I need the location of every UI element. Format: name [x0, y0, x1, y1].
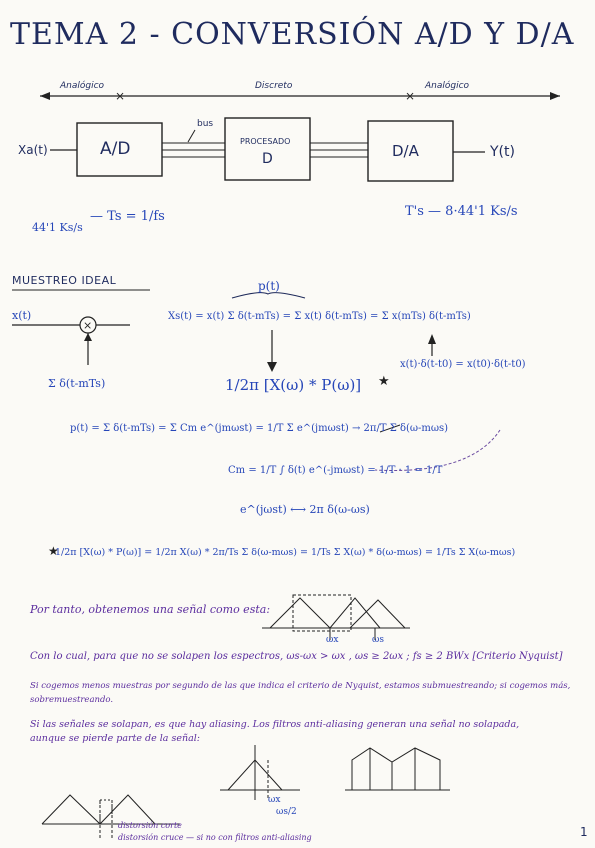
distortion-cut-label: distorsión corte: [118, 821, 182, 830]
ejwt-formula: e^(jωst) ⟷ 2π δ(ω-ωs): [240, 503, 370, 516]
arrow-right-icon: [550, 92, 560, 100]
ws-label: ωs: [372, 635, 384, 645]
xs-formula: Xs(t) = x(t) Σ δ(t-mTs) = Σ x(t) δ(t-mTs…: [168, 311, 471, 322]
da-block: [367, 120, 454, 182]
spectrum-sketch: [262, 594, 410, 640]
ad-rate: 44'1 Ks/s: [32, 221, 83, 234]
delta-property: x(t)·δ(t-t0) = x(t0)·δ(t-t0): [400, 359, 526, 370]
bus-label: bus: [197, 119, 214, 129]
pt-formula: p(t) = Σ δ(t-mTs) = Σ Cm e^(jmωst) = 1/T…: [70, 423, 449, 434]
page-number: 1: [580, 825, 588, 839]
svg-text:×: ×: [83, 319, 92, 332]
wx-label: ωx: [326, 635, 339, 645]
proc-block: [224, 117, 311, 181]
proc-bottom-label: D: [262, 151, 273, 167]
page-title: TEMA 2 - CONVERSIÓN A/D Y D/A: [10, 17, 575, 52]
input-signal: Xa(t): [18, 143, 48, 157]
analog-left-label: Analógico: [60, 81, 105, 91]
pt-label: p(t): [258, 279, 280, 293]
note-4b: aunque se pierde parte de la señal:: [30, 733, 200, 744]
star-mark: ★: [378, 374, 390, 389]
ad-ts: — Ts = 1/fs: [90, 209, 165, 224]
wx2-label: ωx: [268, 795, 281, 805]
note-4: Si las señales se solapan, es que hay al…: [30, 719, 520, 730]
convolution-formula: 1/2π [X(ω) * P(ω)] = 1/2π X(ω) * 2π/Ts Σ…: [55, 547, 516, 558]
ws2-label: ωs/2: [276, 807, 297, 817]
xt-label: x(t): [12, 309, 32, 322]
note-3b: sobremuestreando.: [30, 695, 114, 705]
comb-formula: Σ δ(t-mTs): [48, 377, 106, 390]
ad-label: A/D: [100, 139, 131, 159]
note-2: Con lo cual, para que no se solapen los …: [30, 651, 563, 662]
svg-text:×: ×: [405, 89, 415, 103]
da-ts: T's — 8·44'1 Ks/s: [405, 204, 518, 219]
da-label: D/A: [392, 142, 419, 160]
note-3: Si cogemos menos muestras por segundo de…: [30, 681, 571, 691]
distortion-cross-label: distorsión cruce — si no con filtros ant…: [118, 833, 312, 842]
section-heading: MUESTREO IDEAL: [12, 274, 117, 287]
output-signal: Y(t): [490, 144, 515, 160]
analog-right-label: Analógico: [425, 81, 470, 91]
note-1: Por tanto, obtenemos una señal como esta…: [30, 603, 271, 616]
fourier-formula: 1/2π [X(ω) * P(ω)]: [225, 376, 362, 394]
proc-top-label: PROCESADO: [240, 137, 291, 146]
svg-text:×: ×: [115, 89, 125, 103]
star-mark-2: ★: [48, 544, 59, 558]
discrete-label: Discreto: [255, 81, 293, 91]
cm-formula: Cm = 1/T ∫ δ(t) e^(-jmωst) = 1/T · 1 = 1…: [228, 465, 443, 476]
arrow-left-icon: [40, 92, 50, 100]
